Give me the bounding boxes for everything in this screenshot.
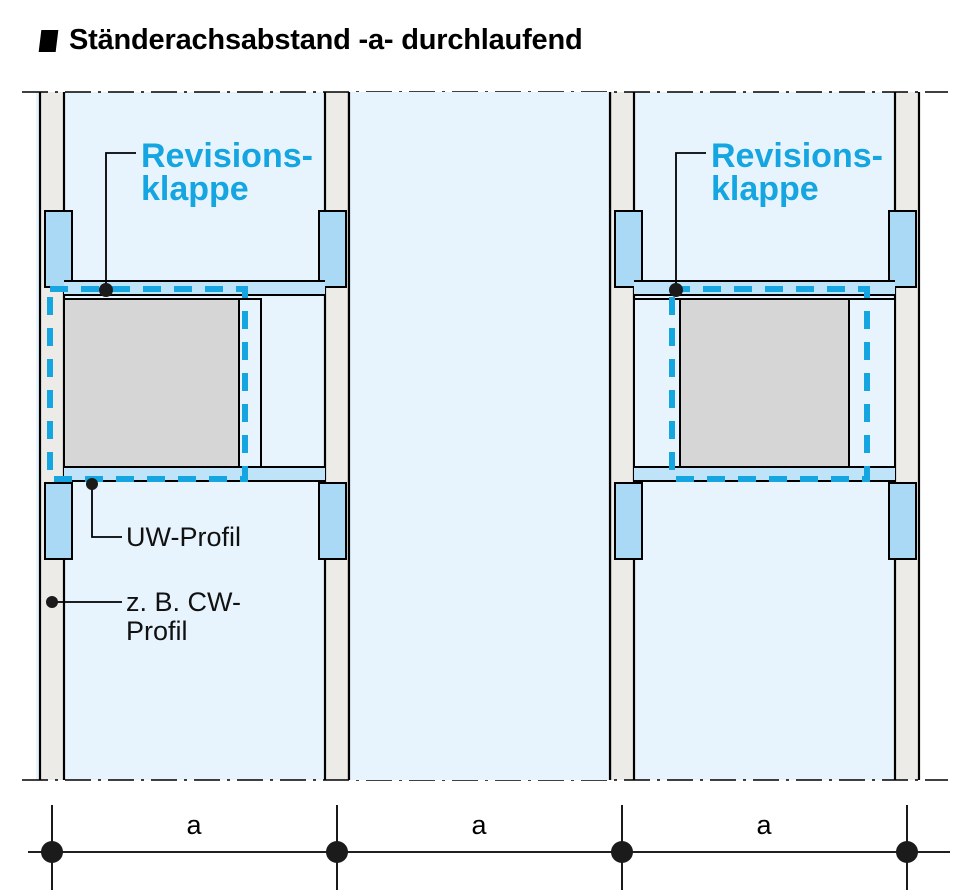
leader-dots: [46, 283, 683, 608]
dimension-line-group: [28, 805, 950, 890]
leader-dot-revision-left: [99, 283, 113, 297]
hatch-reveal-right-left: [633, 298, 681, 468]
dimension-dot-3: [611, 841, 633, 863]
stud-columns: [40, 92, 919, 780]
bay-right: [614, 210, 917, 560]
hatch-reveal-right-right: [848, 298, 896, 468]
cw-flange-right-upper-a: [614, 210, 643, 288]
leader-uw-profil: [91, 484, 122, 538]
dimension-label-a-3: a: [756, 810, 772, 840]
leader-revision-right: [675, 152, 706, 290]
leader-dot-revision-right: [669, 283, 683, 297]
leader-dot-cw-profil: [46, 596, 58, 608]
label-revisionsklappe-right: Revisions- klappe: [711, 137, 883, 209]
page-title: Ständerachsabstand -a- durchlaufend: [38, 24, 583, 57]
page-title-text: Ständerachsabstand -a- durchlaufend: [69, 24, 583, 56]
cw-flange-right-upper-b: [888, 210, 917, 288]
hatch-panel-right: [679, 298, 850, 468]
label-revisionsklappe-left: Revisions- klappe: [141, 137, 313, 209]
dimension-dot-2: [326, 841, 348, 863]
stud-2-body: [325, 92, 349, 780]
leader-dot-uw-profil: [86, 478, 98, 490]
dimension-label-a-1: a: [186, 810, 202, 840]
cw-flange-left-upper-a: [44, 210, 73, 288]
cw-flange-left-upper-b: [318, 210, 347, 288]
dimension-label-a-2: a: [471, 810, 487, 840]
cw-flange-left-lower-a: [44, 482, 73, 560]
bay-middle-fill: [349, 92, 610, 780]
dimension-dot-4: [896, 841, 918, 863]
label-cw-profil: z. B. CW- Profil: [126, 587, 242, 647]
cw-flange-right-lower-a: [614, 482, 643, 560]
dimension-dot-1: [41, 841, 63, 863]
uw-profile-right-lower: [634, 467, 895, 481]
revision-hatch-outline-left: [47, 286, 248, 482]
cw-flange-right-lower-b: [888, 482, 917, 560]
cw-flange-left-lower-b: [318, 482, 347, 560]
leader-lines: [52, 152, 706, 603]
label-uw-profil: UW-Profil: [126, 522, 242, 552]
hatch-panel-left: [63, 298, 240, 468]
leader-revision-left: [105, 152, 136, 290]
revision-hatch-outline-right: [669, 286, 870, 482]
dimension-dots: [41, 841, 918, 863]
stud-3-body: [610, 92, 634, 780]
bay-middle: [347, 92, 612, 780]
stud-4-body: [895, 92, 919, 780]
